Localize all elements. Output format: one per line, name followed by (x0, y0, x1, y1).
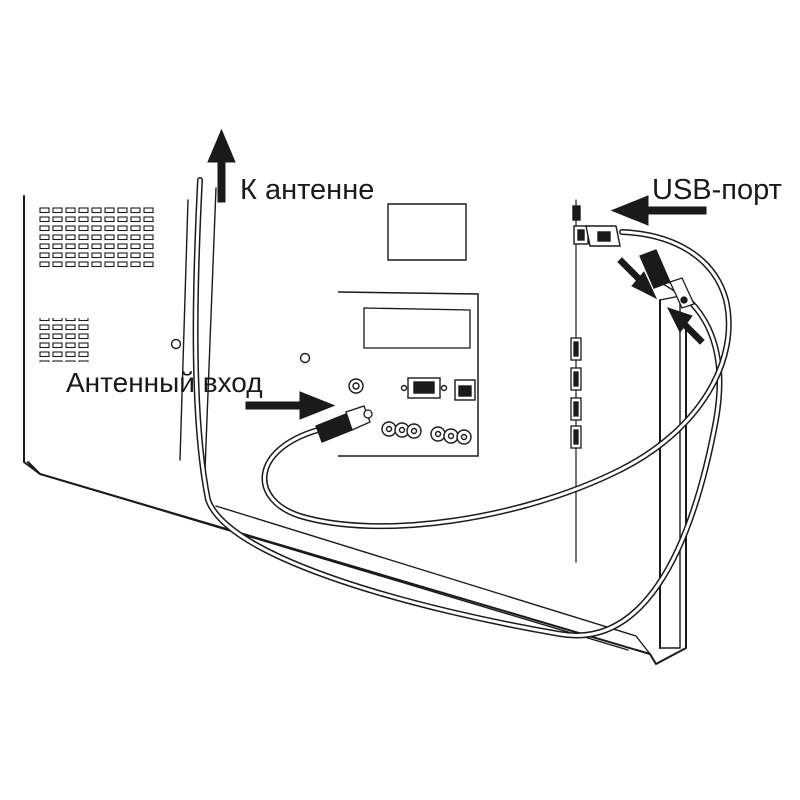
arrow-up-left-icon (667, 307, 705, 345)
tv-back-panel (23, 187, 687, 665)
antenna-port (348, 378, 364, 394)
arrow-down-right-icon (617, 257, 658, 300)
label-to-antenna: К антенне (240, 174, 374, 206)
usb-port (572, 205, 621, 247)
label-antenna-input: Антенный вход (66, 367, 263, 398)
label-usb-port: USB-порт (652, 174, 782, 206)
arrow-left-icon (610, 195, 707, 226)
side-plugs (639, 249, 695, 309)
lan-port (454, 379, 476, 401)
connector-panel (337, 291, 479, 457)
arrow-right-icon (245, 391, 336, 420)
antenna-plug (315, 405, 373, 443)
arrow-up-icon (207, 128, 236, 203)
usb-cable (261, 229, 732, 530)
vga-port (400, 377, 448, 399)
screw-icon (170, 338, 311, 364)
hdmi-ports (570, 337, 582, 449)
wall-mount-plate (387, 203, 467, 261)
av-jacks (381, 421, 472, 445)
vent-grille-top (38, 206, 156, 268)
vent-grille-bottom (38, 318, 90, 362)
antenna-cable (192, 177, 723, 639)
